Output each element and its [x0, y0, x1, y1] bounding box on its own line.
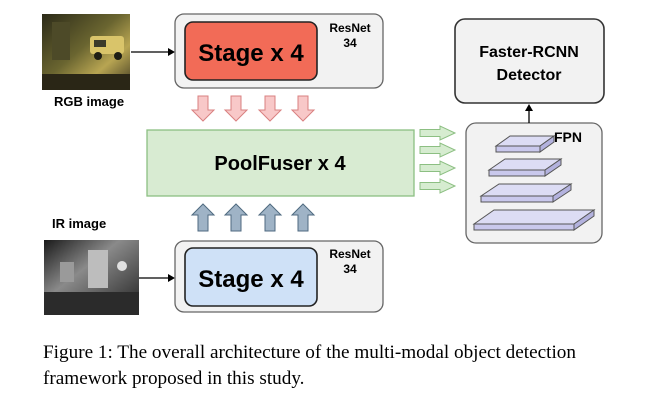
rgb-image-label: RGB image	[54, 94, 124, 109]
fpn-label: FPN	[554, 129, 582, 145]
fpn-layer-front	[495, 145, 541, 153]
fpn-layer-side	[573, 209, 595, 231]
ir-photo	[44, 240, 139, 315]
arrow-right-icon	[419, 125, 457, 141]
detector-label-line1: Faster-RCNN	[479, 44, 579, 61]
arrow-up-icon	[257, 203, 283, 232]
ir-backbone-depth: 34	[343, 262, 357, 276]
ir-backbone-name: ResNet	[329, 247, 370, 261]
arrow-up-icon	[525, 104, 533, 123]
ir-to-fuser-arrows	[190, 203, 316, 232]
arrow-up-icon	[223, 203, 249, 232]
fpn-layer-front	[480, 195, 554, 203]
poolfuser-block	[146, 129, 415, 197]
rgb-backbone-name: ResNet	[329, 21, 370, 35]
fpn-layer-side	[544, 158, 562, 177]
rgb-photo	[42, 14, 130, 90]
arrow-right-icon	[419, 142, 457, 158]
ir-stage-label: Stage x 4	[198, 266, 304, 293]
fpn-layer-side	[539, 135, 555, 153]
fpn-pyramid	[472, 135, 596, 231]
rgb-backbone-depth: 34	[343, 36, 357, 50]
fpn-layer-top	[472, 209, 596, 225]
poolfuser-label: PoolFuser x 4	[214, 153, 346, 175]
arrow-down-icon	[190, 95, 216, 122]
rgb-stage-label: Stage x 4	[198, 40, 304, 67]
arrow-down-icon	[223, 95, 249, 122]
arrow-right-icon	[139, 274, 175, 282]
fpn-layer-front	[473, 223, 575, 231]
fpn-layer-front	[488, 169, 546, 177]
arrow-right-icon	[419, 178, 457, 194]
ir-stage-block	[184, 247, 318, 307]
fpn-layer-side	[552, 183, 572, 203]
arrow-right-icon	[131, 48, 175, 56]
arrow-down-icon	[257, 95, 283, 122]
rgb-to-fuser-arrows	[190, 95, 316, 122]
arrow-up-icon	[190, 203, 216, 232]
arrow-right-icon	[419, 160, 457, 176]
arrow-down-icon	[290, 95, 316, 122]
figure-caption: Figure 1: The overall architecture of th…	[43, 342, 576, 389]
rgb-stage-block	[184, 21, 318, 81]
detector-block	[454, 18, 605, 104]
ir-image-label: IR image	[52, 216, 106, 231]
detector-label-line2: Detector	[497, 67, 562, 84]
fuser-to-fpn-arrows	[419, 125, 457, 194]
arrow-up-icon	[290, 203, 316, 232]
